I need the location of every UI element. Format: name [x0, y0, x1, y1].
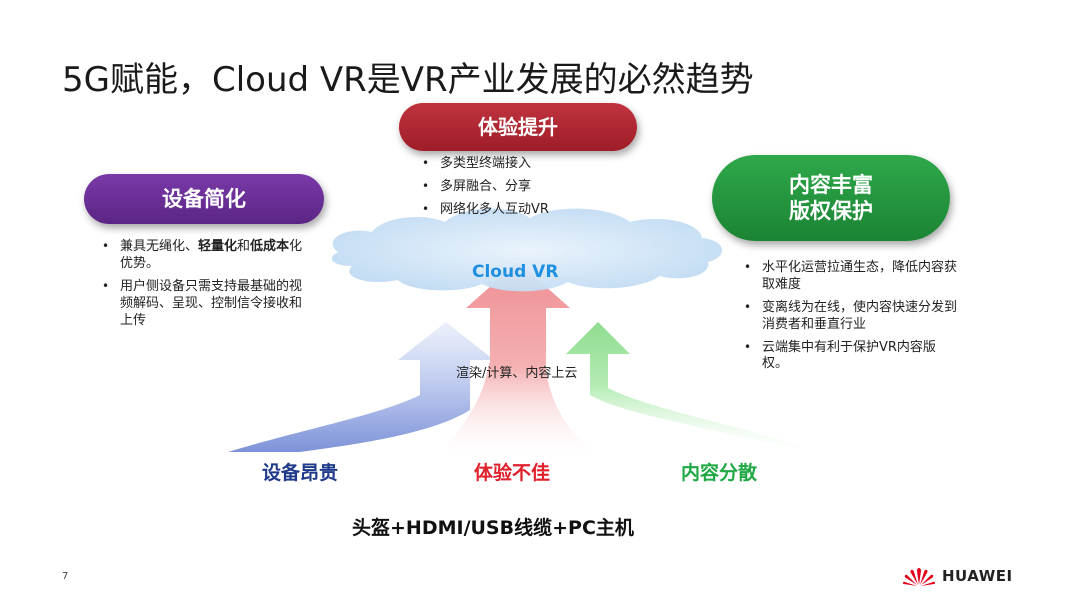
text-segment: 化优势。	[120, 239, 303, 271]
list-item: 多屏融合、分享	[422, 179, 662, 196]
text-segment: 兼具无绳化、	[120, 239, 199, 254]
list-item: 用户侧设备只需支持最基础的视频解码、呈现、控制信令接收和上传	[102, 279, 314, 330]
problem-device-expensive: 设备昂贵	[262, 462, 339, 484]
list-item: 兼具无绳化、轻量化和低成本化优势。	[102, 239, 314, 273]
render-cloud-label: 渲染/计算、内容上云	[456, 366, 578, 381]
content-rich-pill: 内容丰富 版权保护	[712, 155, 950, 241]
page-number: 7	[62, 571, 69, 582]
cloud-vr-label: Cloud VR	[472, 262, 559, 282]
huawei-petal-icon	[902, 568, 936, 586]
list-item: 云端集中有利于保护VR内容版权。	[744, 340, 959, 374]
device-simplify-label: 设备简化	[162, 186, 246, 211]
slide-title: 5G赋能，Cloud VR是VR产业发展的必然趋势	[62, 60, 754, 100]
problem-poor-experience: 体验不佳	[474, 462, 551, 484]
experience-upgrade-label: 体验提升	[478, 114, 558, 139]
bottom-setup-text: 头盔+HDMI/USB线缆+PC主机	[352, 517, 634, 539]
problem-content-scattered: 内容分散	[681, 462, 758, 484]
huawei-logo-text: HUAWEI	[942, 567, 1013, 585]
green-arrow	[566, 322, 820, 452]
list-item: 多类型终端接入	[422, 156, 662, 173]
huawei-logo: HUAWEI	[902, 565, 1013, 587]
content-rich-line2: 版权保护	[789, 199, 873, 223]
cloud-shape	[331, 208, 723, 292]
device-simplify-list: 兼具无绳化、轻量化和低成本化优势。 用户侧设备只需支持最基础的视频解码、呈现、控…	[102, 239, 314, 335]
list-item: 水平化运营拉通生态，降低内容获取难度	[744, 260, 959, 294]
red-arrow	[440, 262, 595, 452]
list-item: 变离线为在线，使内容快速分发到消费者和垂直行业	[744, 300, 959, 334]
text-segment: 和	[237, 239, 251, 254]
bold-segment: 低成本	[250, 239, 290, 254]
content-rich-line1: 内容丰富	[789, 172, 873, 197]
content-rich-list: 水平化运营拉通生态，降低内容获取难度 变离线为在线，使内容快速分发到消费者和垂直…	[744, 260, 959, 379]
experience-upgrade-pill: 体验提升	[399, 103, 637, 151]
experience-upgrade-list: 多类型终端接入 多屏融合、分享 网络化多人互动VR	[422, 156, 662, 225]
list-item: 网络化多人互动VR	[422, 202, 662, 219]
blue-arrow	[228, 322, 494, 452]
bold-segment: 轻量化	[198, 239, 238, 254]
device-simplify-pill: 设备简化	[84, 174, 324, 224]
